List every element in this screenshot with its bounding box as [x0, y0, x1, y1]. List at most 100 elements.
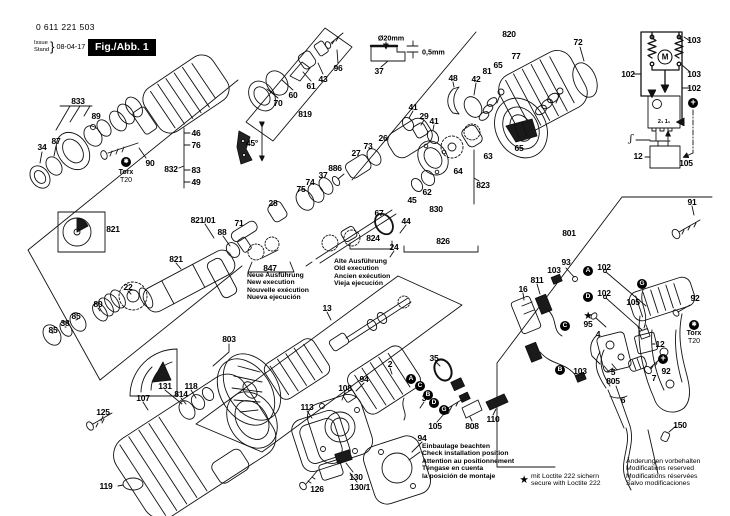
part-label-35: 35: [429, 352, 439, 363]
part-label-113: 113: [300, 401, 314, 412]
part-label-83: 83: [191, 164, 201, 175]
part-label-12: 12: [633, 150, 643, 161]
part-label-41: 41: [408, 101, 418, 112]
part-label-103: 103: [547, 264, 561, 275]
part-label-96: 96: [333, 62, 343, 73]
part-label-B: B: [555, 365, 565, 375]
part-label-60: 60: [288, 89, 298, 100]
part-label--: ★: [520, 474, 528, 485]
part-label-37: 37: [374, 65, 384, 76]
part-label-70: 70: [273, 97, 283, 108]
part-label-38: 38: [60, 317, 70, 328]
part-label-6: 6: [620, 394, 626, 405]
part-label-D: D: [429, 398, 439, 408]
part-label-102: 102: [687, 82, 701, 93]
frame-13: [196, 276, 462, 452]
note-line: secure with Loctite 222: [531, 480, 601, 488]
part-label-27: 27: [351, 147, 361, 158]
part-label-72: 72: [573, 36, 583, 47]
part-label-7: 7: [651, 372, 657, 383]
part-label-80: 80: [93, 298, 103, 309]
part-label-12: 12: [655, 338, 665, 349]
part-label-42: 42: [471, 73, 481, 84]
part-label-41: 41: [429, 115, 439, 126]
part-label-65: 65: [493, 59, 503, 70]
part-label-43: 43: [318, 73, 328, 84]
part-label-91: 91: [687, 196, 697, 207]
part-label-M: M: [657, 49, 673, 65]
torx-note-right: Torx T20: [687, 330, 702, 345]
stand-label: Stand: [34, 46, 50, 53]
note-line: Alte Ausführung: [334, 258, 387, 265]
part-label-90: 90: [145, 157, 155, 168]
part-label-89: 89: [91, 110, 101, 121]
note-line: Check installation position: [422, 450, 509, 458]
part-label-801: 801: [562, 227, 576, 238]
part-label-49: 49: [191, 176, 201, 187]
torx-label: Torx: [118, 169, 134, 176]
inset-thickness-dimension: 0,5mm: [422, 47, 445, 57]
wiring-s-symbol: ʃ: [629, 133, 633, 145]
part-label-110: 110: [486, 413, 500, 424]
part-label-76: 76: [191, 139, 201, 150]
part-label-805: 805: [606, 375, 620, 386]
note-line: Nouvelle exécution: [247, 286, 309, 294]
part-label-811: 811: [530, 274, 544, 285]
part-label-D: D: [583, 292, 593, 302]
part-label-821: 821: [169, 253, 183, 264]
note-line: Ancien exécution: [334, 272, 391, 280]
part-label--: +: [658, 354, 668, 364]
part-label-85: 85: [48, 324, 58, 335]
part-label-A: A: [583, 266, 593, 276]
part-label-826: 826: [436, 235, 450, 246]
note-loctite: mit Loctite 222 sichern secure with Loct…: [531, 473, 601, 488]
part-label-B: B: [423, 390, 433, 400]
part-label-105: 105: [626, 296, 640, 307]
part-label-92: 92: [661, 365, 671, 376]
part-label-824: 824: [366, 232, 380, 243]
part-label-44: 44: [401, 215, 411, 226]
part-label-45-: 45°: [245, 137, 259, 148]
part-label-832: 832: [164, 163, 178, 174]
part-label-61: 61: [306, 80, 316, 91]
part-label-29: 29: [419, 110, 429, 121]
part-label-45: 45: [407, 194, 417, 205]
note-line: Old execution: [334, 265, 379, 273]
part-label-C: C: [560, 321, 570, 331]
part-label-85: 85: [71, 310, 81, 321]
issue-stand-block: Issue Stand } 08-04-17: [34, 39, 85, 54]
part-label-65: 65: [514, 142, 524, 153]
part-label-75: 75: [296, 183, 306, 194]
part-label-107: 107: [136, 392, 150, 403]
part-label-886: 886: [328, 162, 342, 173]
note-line: Nueva ejecución: [247, 294, 301, 302]
part-label-34: 34: [37, 141, 47, 152]
part-label-48: 48: [448, 72, 458, 83]
note-line: Modifications réservées: [626, 472, 698, 480]
part-label-126: 126: [310, 483, 324, 494]
part-label--: ✱: [121, 157, 131, 167]
document-part-number: 0 611 221 503: [36, 22, 95, 32]
note-line: Neue Ausführung: [247, 272, 304, 279]
part-label-130-1: 130/1: [349, 481, 371, 492]
part-label-119: 119: [99, 480, 113, 491]
part-label-62: 62: [422, 186, 432, 197]
part-label--: +: [688, 98, 698, 108]
part-label-28: 28: [268, 197, 278, 208]
note-line: Änderungen vorbehalten: [626, 458, 701, 465]
part-label-125: 125: [96, 406, 110, 417]
part-label-77: 77: [511, 50, 521, 61]
note-line: New execution: [247, 279, 295, 287]
part-label-94: 94: [359, 373, 369, 384]
part-label-24: 24: [389, 241, 399, 252]
part-label-833: 833: [71, 95, 85, 106]
part-label-105: 105: [428, 420, 442, 431]
part-label-81: 81: [482, 65, 492, 76]
note-line: Modifications reserved: [626, 465, 694, 473]
brace-glyph: }: [50, 39, 55, 54]
part-label-102: 102: [621, 68, 635, 79]
note-line: Vieja ejecución: [334, 280, 383, 288]
part-label-130: 130: [349, 471, 363, 482]
